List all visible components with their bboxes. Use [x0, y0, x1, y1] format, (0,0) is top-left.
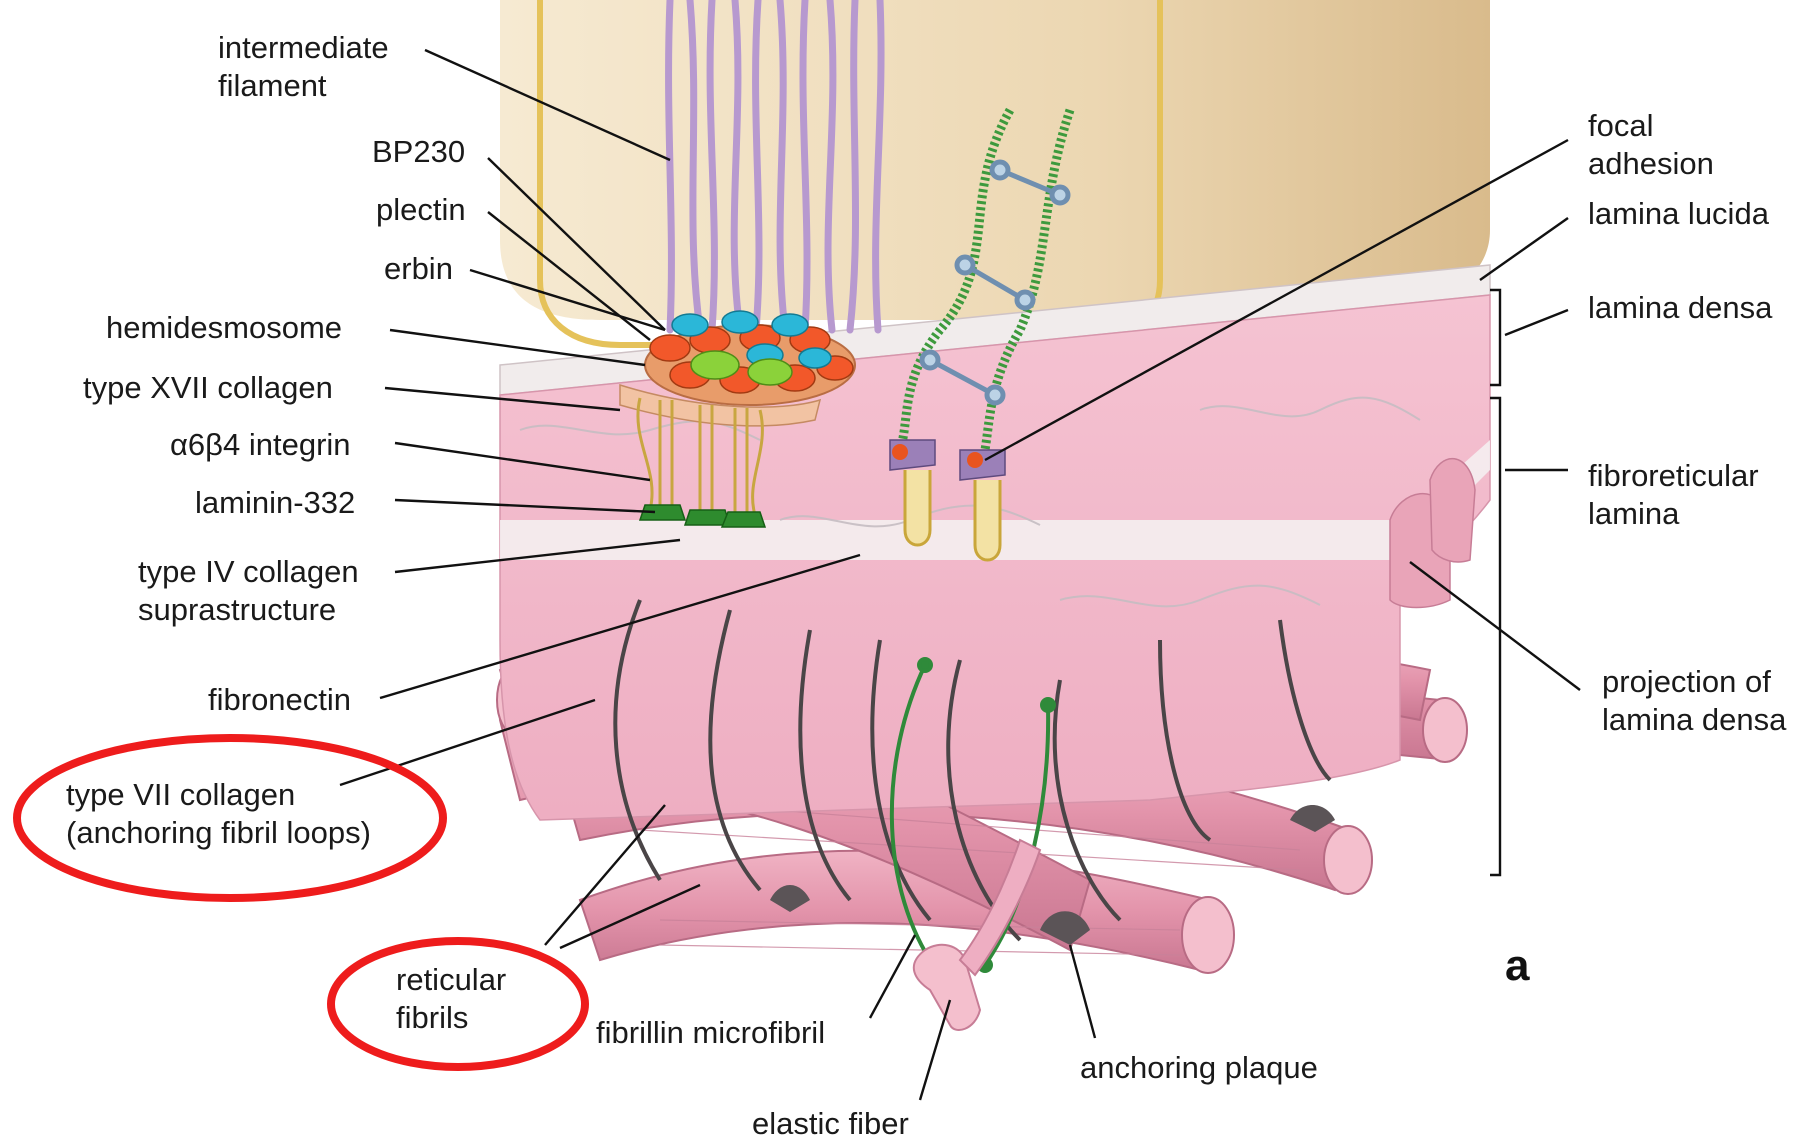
- label-type-vii-collagen: type VII collagen(anchoring fibril loops…: [66, 777, 371, 850]
- label-plectin: plectin: [376, 192, 466, 227]
- label-lamina-densa: lamina densa: [1588, 290, 1773, 325]
- label-elastic-fiber: elastic fiber: [752, 1106, 909, 1141]
- label-anchoring-plaque: anchoring plaque: [1080, 1050, 1318, 1085]
- label-erbin: erbin: [384, 251, 453, 286]
- label-fibrillin-microfibril: fibrillin microfibril: [596, 1015, 825, 1050]
- label-type-xvii-collagen: type XVII collagen: [83, 370, 333, 405]
- layer-brackets: [1490, 290, 1500, 875]
- label-hemidesmosome: hemidesmosome: [106, 310, 342, 345]
- label-laminin-332: laminin-332: [195, 485, 355, 520]
- panel-letter: a: [1505, 941, 1530, 990]
- label-fibronectin: fibronectin: [208, 682, 351, 717]
- label-lamina-lucida: lamina lucida: [1588, 196, 1770, 231]
- label-bp230: BP230: [372, 134, 465, 169]
- label-a6b4-integrin: α6β4 integrin: [170, 427, 351, 462]
- labels-bottom: fibrillin microfibril elastic fiber anch…: [596, 1015, 1318, 1141]
